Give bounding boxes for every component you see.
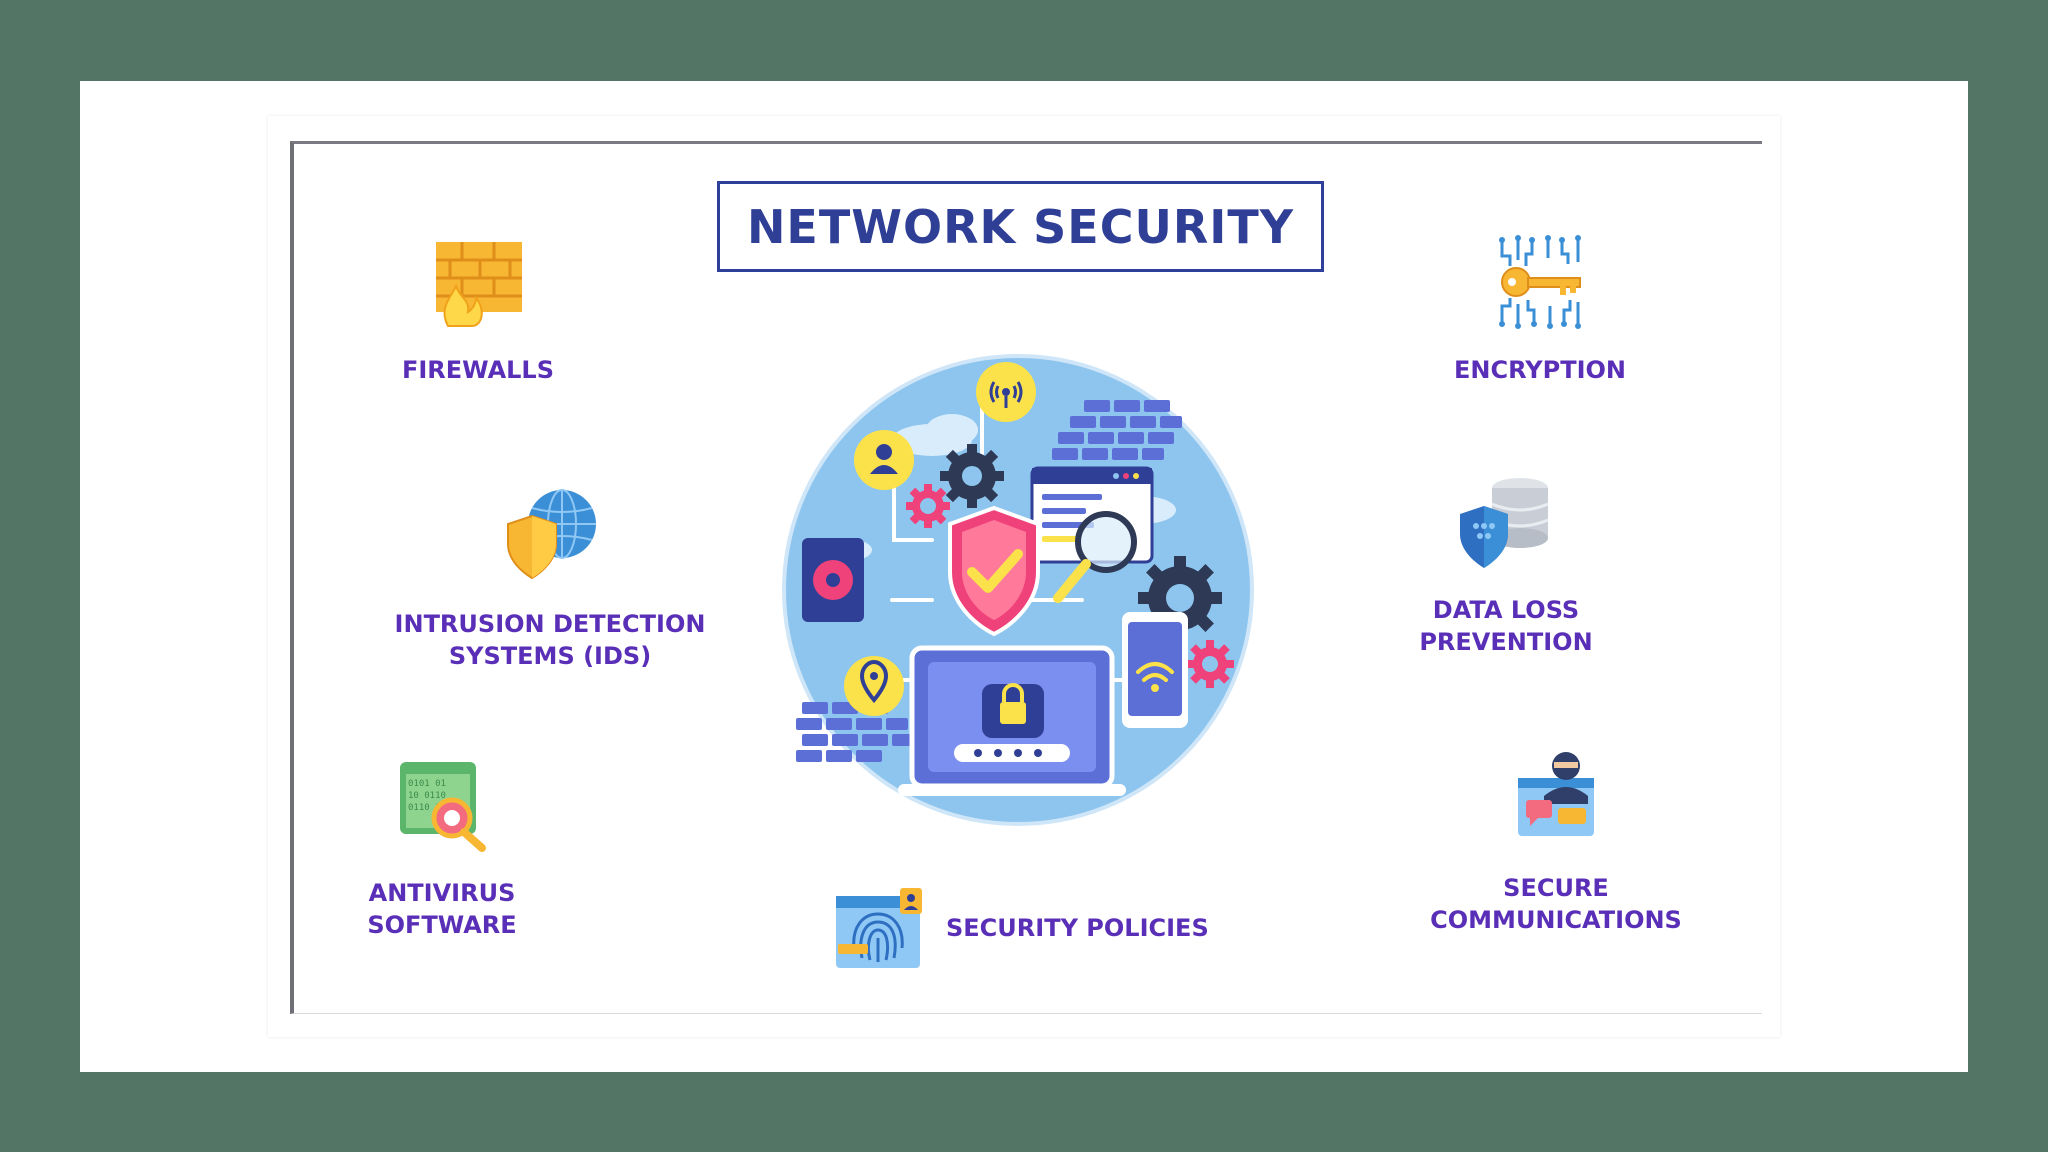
dlp-label: DATA LOSS PREVENTION [1419,596,1593,656]
shield-database-icon [1456,474,1554,570]
firewall-icon [432,238,526,332]
encryption-label: ENCRYPTION [1453,356,1627,384]
comms-label: SECURE COMMUNICATIONS [1430,874,1682,934]
brick-wall-icon [1052,400,1182,460]
network-security-illustration [782,350,1262,830]
policies-label: SECURITY POLICIES [946,914,1209,942]
title-box: NETWORK SECURITY [717,181,1324,272]
svg-text:0110 10: 0110 10 [408,803,446,813]
svg-text:0101 01: 0101 01 [408,779,446,789]
fingerprint-icon [834,888,926,972]
firewalls-label: FIREWALLS [401,356,555,384]
gear-icon [940,444,1004,508]
encryption-key-icon [1492,234,1588,330]
secure-chat-icon [1514,748,1598,840]
ids-label: INTRUSION DETECTION SYSTEMS (IDS) [394,610,706,670]
svg-text:10 0110: 10 0110 [408,791,446,801]
antivirus-label: ANTIVIRUS SOFTWARE [367,879,517,939]
shield-globe-icon [502,488,598,580]
page-title: NETWORK SECURITY [746,199,1295,254]
antivirus-scan-icon: 0101 01 10 0110 0110 10 [398,760,488,852]
